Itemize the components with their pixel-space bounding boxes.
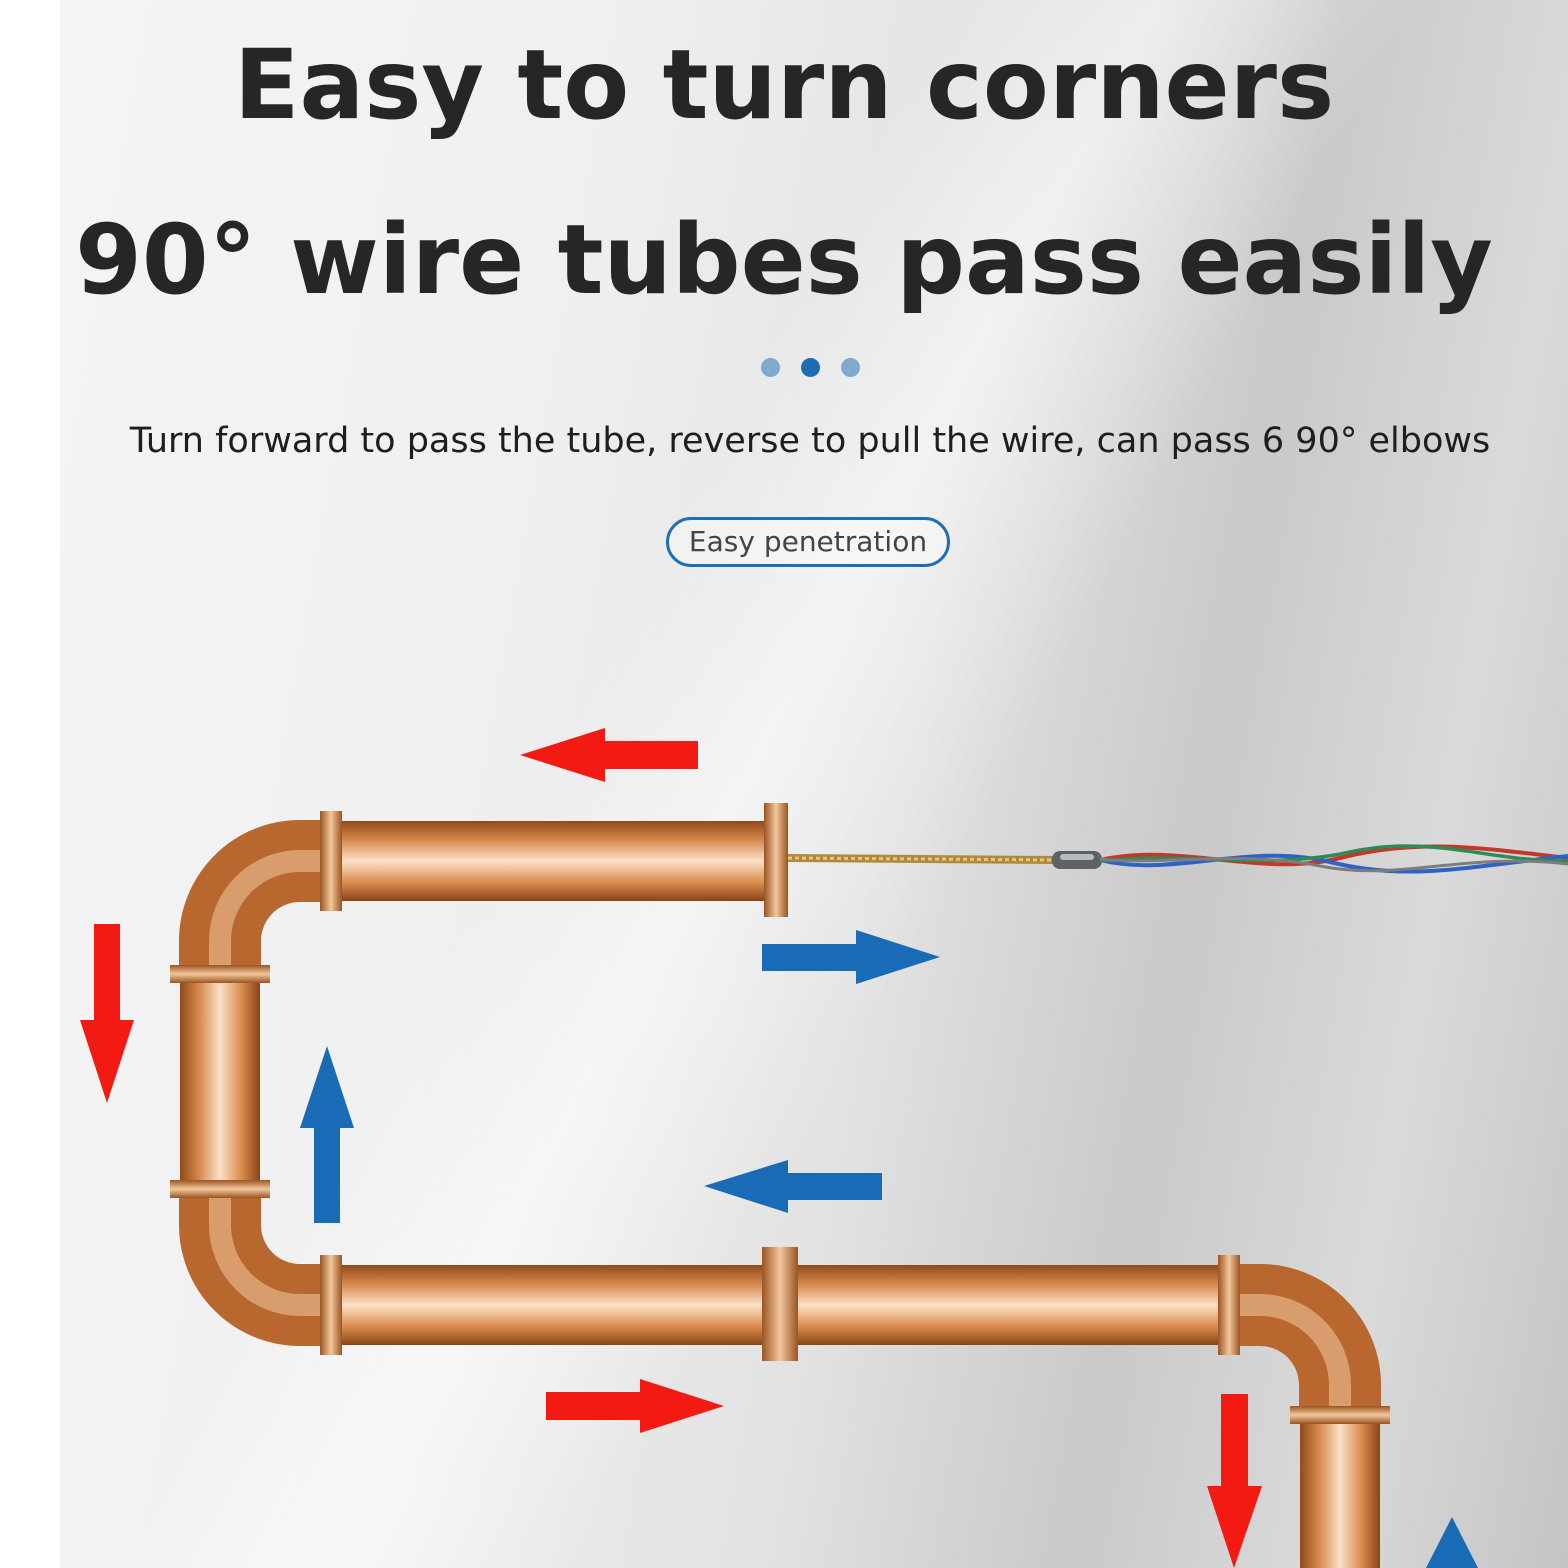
pipe-elbow-bottom-left-highlight: [209, 1185, 330, 1316]
feature-description: Turn forward to pass the tube, reverse t…: [129, 421, 1491, 461]
wire-red: [1099, 844, 1568, 867]
blue-arrow-right-icon: [762, 930, 940, 984]
flange-bottom-right: [1218, 1255, 1240, 1355]
pagination-dots: [761, 358, 865, 378]
blue-arrow-up-partial-icon: [1426, 1517, 1478, 1568]
flange-bottom-middle: [762, 1247, 798, 1361]
wire-blue: [1099, 853, 1568, 874]
flange-left-upper: [170, 965, 270, 983]
headline-line-2: 90° wire tubes pass easily: [75, 204, 1493, 316]
pipe-right-down-straight: [1300, 1415, 1380, 1568]
pipe-flanges: [170, 803, 1390, 1424]
blue-arrow-up-icon: [300, 1046, 354, 1223]
pagination-dot-1[interactable]: [761, 358, 780, 377]
red-arrow-down-icon: [80, 924, 134, 1103]
blue-arrows: [300, 930, 1478, 1568]
pagination-dot-2-active[interactable]: [801, 358, 820, 377]
red-arrows: [80, 728, 1262, 1568]
flange-left-lower: [170, 1180, 270, 1198]
copper-pipe: [170, 803, 1390, 1568]
flange-top-left: [320, 811, 342, 911]
wire-connector-highlight: [1060, 854, 1094, 860]
easy-penetration-badge: Easy penetration: [666, 517, 950, 567]
red-arrow-right-icon: [546, 1379, 724, 1433]
pipe-elbow-right-highlight: [1228, 1294, 1351, 1415]
flange-bottom-left: [320, 1255, 342, 1355]
pipe-elbow-top-left-highlight: [209, 850, 328, 975]
blue-arrow-left-icon: [704, 1160, 882, 1213]
flange-top-end: [764, 803, 788, 917]
headline-line-1: Easy to turn corners: [233, 29, 1335, 141]
flange-right-down: [1290, 1406, 1390, 1424]
wire-gray: [1099, 857, 1568, 873]
pipe-left-straight: [180, 975, 260, 1185]
fish-tape-wire: [787, 844, 1568, 874]
red-arrow-left-icon: [520, 728, 698, 782]
pipe-top-straight: [330, 821, 776, 901]
fish-tape-braid: [787, 856, 1057, 862]
red-arrow-down-right-icon: [1207, 1394, 1262, 1568]
pagination-dot-3[interactable]: [841, 358, 860, 377]
